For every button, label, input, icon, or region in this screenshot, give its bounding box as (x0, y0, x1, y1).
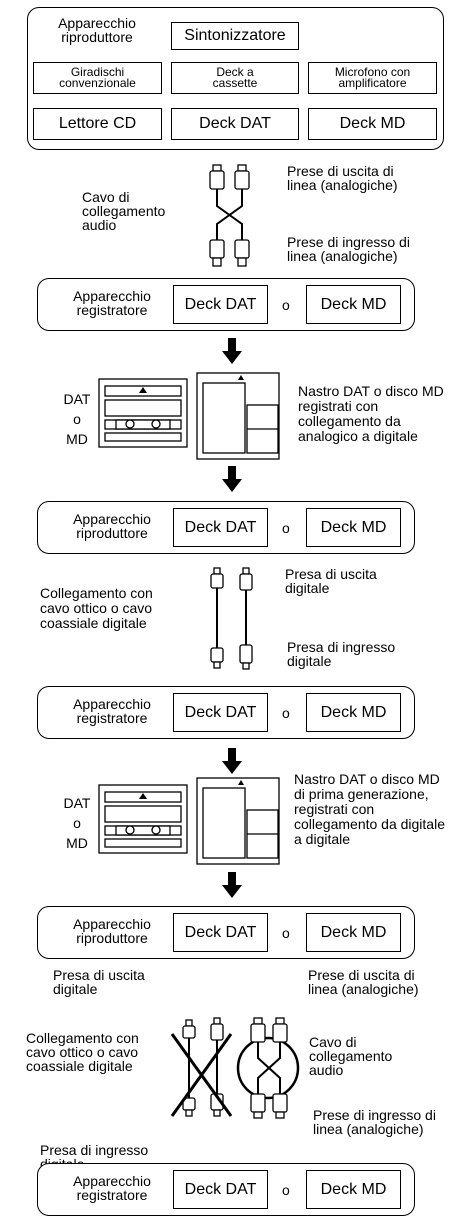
final-line-in-label: Prese di ingresso di linea (analogiche) (313, 1107, 436, 1137)
md-deck-box: Deck MD (306, 1170, 401, 1209)
md-deck-label: Deck MD (320, 703, 387, 721)
dat-deck-label: Deck DAT (184, 518, 257, 536)
final-line-out-label: Prese di uscita di linea (analogiche) (308, 967, 419, 997)
md-disc-icon (196, 777, 280, 865)
audio-cable-label: Cavo di collegamento audio (82, 189, 166, 233)
final-digital-cable-label: Collegamento con cavo ottico o cavo coas… (26, 1030, 139, 1074)
digital-out-label: Presa di uscita digitale (285, 566, 377, 596)
media-dat-label: DAT (63, 795, 91, 811)
recorder-label: Apparecchio registratore (73, 288, 151, 318)
dat-deck-box: Deck DAT (173, 693, 268, 732)
dat-deck-label: Deck DAT (184, 923, 257, 941)
md-deck-box: Deck MD (306, 693, 401, 732)
media-description: Nastro DAT o disco MD di prima generazio… (294, 771, 445, 847)
player-label: Apparecchio riproduttore (73, 916, 151, 946)
final-audio-cable-label: Cavo di collegamento audio (309, 1034, 393, 1078)
dat-deck-box: Deck DAT (173, 508, 268, 547)
media-dat-label: DAT (63, 391, 91, 407)
tuner-label: Sintonizzatore (184, 27, 286, 44)
down-arrow-icon (222, 466, 242, 492)
recorder-label: Apparecchio registratore (73, 696, 151, 726)
dat-deck-box: Deck DAT (173, 1170, 268, 1209)
dat-deck-box: Deck DAT (173, 913, 268, 952)
microphone-label: Microfono con amplificatore (334, 65, 411, 90)
dat-deck-box: Deck DAT (173, 285, 268, 324)
cassette-deck-label: Deck a cassette (212, 65, 258, 90)
playback-device-label: Apparecchio riproduttore (58, 15, 136, 45)
or-label: o (282, 1182, 290, 1198)
microphone-box: Microfono con amplificatore (308, 62, 437, 94)
or-label: o (282, 925, 290, 941)
turntable-label: Giradischi convenzionale (59, 65, 136, 90)
media-or-label: o (73, 411, 81, 427)
or-label: o (282, 297, 290, 313)
recorder-label: Apparecchio registratore (73, 1173, 151, 1203)
final-digital-out-label: Presa di uscita digitale (53, 967, 145, 997)
cd-player-box: Lettore CD (33, 108, 162, 140)
cassette-deck-box: Deck a cassette (171, 62, 299, 94)
line-in-jacks-label: Prese di ingresso di linea (analogiche) (287, 234, 410, 264)
md-deck-box: Deck MD (306, 285, 401, 324)
md-deck-label: Deck MD (339, 115, 406, 132)
dat-deck-label: Deck DAT (184, 1180, 257, 1198)
md-disc-icon (196, 372, 280, 460)
media-or-label: o (73, 815, 81, 831)
md-deck-label: Deck MD (320, 295, 387, 313)
down-arrow-icon (222, 872, 242, 898)
digital-in-label: Presa di ingresso digitale (287, 639, 396, 669)
media-md-label: MD (66, 835, 88, 851)
md-deck-label: Deck MD (320, 923, 387, 941)
tuner-box: Sintonizzatore (171, 22, 299, 50)
down-arrow-icon (222, 338, 242, 364)
md-deck-box: Deck MD (308, 108, 437, 140)
player-label: Apparecchio riproduttore (73, 511, 151, 541)
md-deck-label: Deck MD (320, 518, 387, 536)
dat-cassette-icon (98, 378, 188, 448)
media-md-label: MD (66, 431, 88, 447)
turntable-box: Giradischi convenzionale (33, 62, 162, 94)
md-deck-box: Deck MD (306, 508, 401, 547)
line-out-jacks-label: Prese di uscita di linea (analogiche) (287, 163, 398, 193)
or-label: o (282, 520, 290, 536)
or-label: o (282, 705, 290, 721)
dat-deck-label: Deck DAT (184, 295, 257, 313)
dat-deck-label: Deck DAT (199, 115, 271, 132)
dat-deck-label: Deck DAT (184, 703, 257, 721)
md-deck-box: Deck MD (306, 913, 401, 952)
dat-cassette-icon (98, 784, 188, 854)
dat-deck-box: Deck DAT (171, 108, 299, 140)
digital-cable-label: Collegamento con cavo ottico o cavo coas… (40, 585, 153, 631)
md-deck-label: Deck MD (320, 1180, 387, 1198)
media-description: Nastro DAT o disco MD registrati con col… (298, 383, 444, 444)
cd-player-label: Lettore CD (58, 115, 137, 132)
down-arrow-icon (222, 748, 242, 774)
